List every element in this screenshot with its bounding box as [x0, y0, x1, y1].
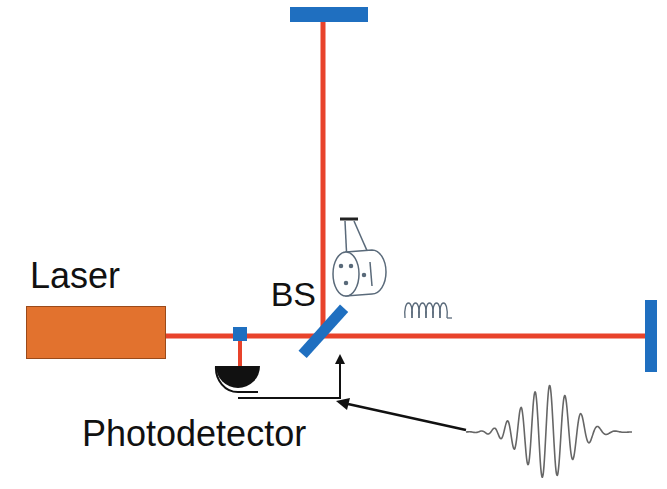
laser-beam: [321, 20, 326, 336]
spring-coil: [426, 303, 433, 318]
detector-wire: [216, 366, 258, 392]
end-mirror: [290, 7, 368, 22]
arrowhead: [336, 398, 350, 410]
spring-coil: [419, 303, 426, 318]
node-heading: Laser: [26, 256, 166, 296]
spring-coil: [433, 303, 440, 318]
signal-wire: [238, 362, 340, 398]
signal-arrow: [348, 404, 466, 430]
gravitational-waveform: [466, 386, 632, 478]
laser-box: Laser: [26, 256, 166, 359]
pickoff-mirror: [233, 327, 247, 341]
end-mirror: [645, 300, 657, 372]
component-label: Photodetector: [80, 414, 308, 454]
laser-body: [26, 306, 166, 359]
spring-symbol: [405, 303, 452, 318]
spring-end: [447, 317, 452, 318]
component-label: BS: [269, 276, 318, 313]
spring-coil: [405, 303, 412, 318]
spring-coil: [440, 303, 447, 318]
laser-beam: [155, 334, 646, 339]
arrowhead: [335, 354, 345, 364]
suspended-mass: [333, 219, 386, 296]
spring-coil: [412, 303, 419, 318]
